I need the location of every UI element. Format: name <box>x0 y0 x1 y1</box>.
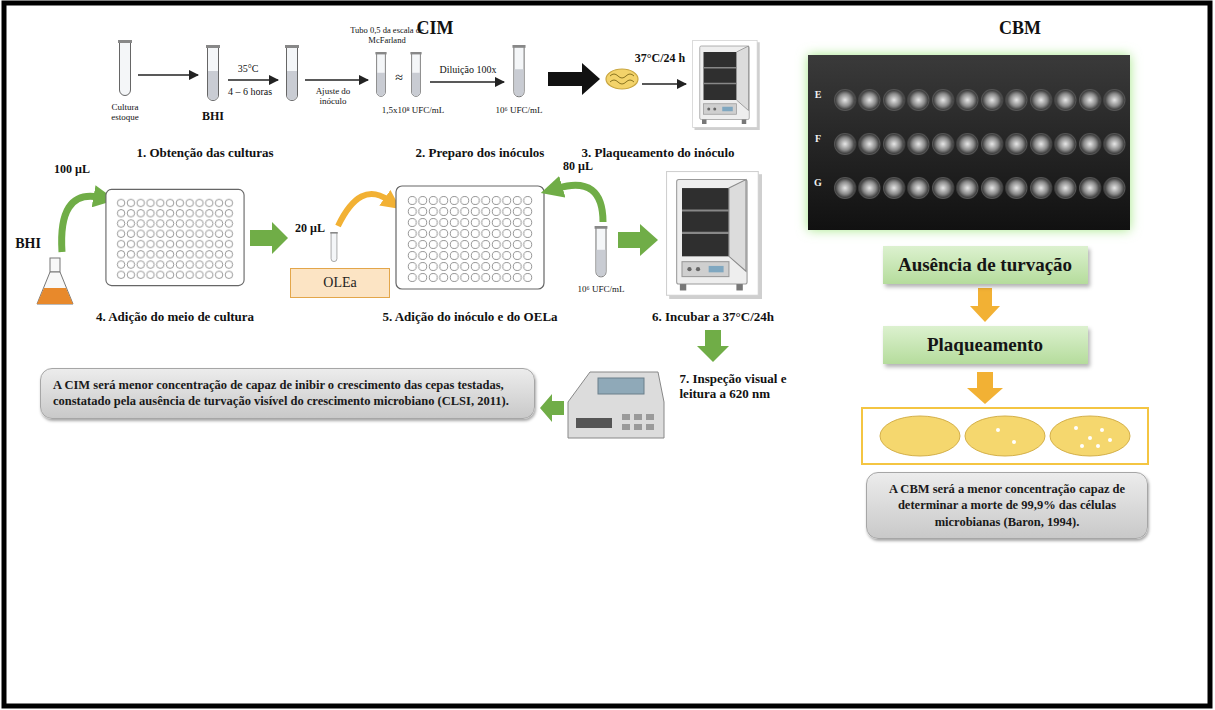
step-box: Plaqueamento <box>883 326 1088 364</box>
process-arrow <box>642 83 686 85</box>
condition-label: 37°C/24 h <box>620 52 700 66</box>
volume-label: 20 µL <box>290 222 330 236</box>
stock-tube <box>118 40 132 96</box>
diluted-tube <box>512 45 525 97</box>
arrow-label: Diluição 100x <box>431 64 505 76</box>
process-arrow <box>138 74 198 76</box>
section-title: CBM <box>980 18 1060 39</box>
condition-label: 35°C <box>228 63 268 75</box>
block-arrow <box>618 224 658 256</box>
flask-neck <box>50 258 60 272</box>
step-caption: 1. Obtenção das culturas <box>95 146 315 161</box>
petri-dish <box>606 69 638 89</box>
outer-frame <box>4 3 1210 706</box>
definition-note: A CIM será menor concentração de capaz d… <box>40 368 535 419</box>
step-caption: 3. Plaqueamento do inóculo <box>558 146 758 161</box>
plate-wells <box>833 78 1127 210</box>
microtube <box>330 232 337 262</box>
streak <box>610 74 634 78</box>
streak <box>610 80 634 84</box>
plate-reader <box>568 372 664 438</box>
step-caption: 6. Incubar a 37°C/24h <box>633 310 793 325</box>
inoculum-tube <box>410 52 421 96</box>
step-box: Ausência de turvação <box>883 246 1088 284</box>
bhi-tube <box>206 45 220 101</box>
colonies <box>996 426 1112 448</box>
condition-label: 4 – 6 horas <box>220 86 280 98</box>
tube-label: Cultura estoque <box>100 102 150 123</box>
box-text: Plaqueamento <box>897 334 1074 356</box>
transfer-arrow <box>62 196 98 252</box>
step-caption: 4. Adição do meio de cultura <box>55 310 295 325</box>
block-arrow <box>967 372 1003 404</box>
arrow-label: Ajuste do inóculo <box>308 86 358 107</box>
box-text: A CIM será menor concentração de capaz d… <box>53 377 522 410</box>
concentration-label: 10⁶ UFC/mL <box>489 105 549 115</box>
petri-dish <box>880 416 960 456</box>
medium-label: BHI <box>193 110 233 124</box>
block-arrow <box>540 394 564 422</box>
row-letter: G <box>811 177 825 189</box>
flask <box>37 272 73 304</box>
step-caption: 5. Adição do inóculo e do OELa <box>355 310 585 325</box>
block-arrow <box>548 63 600 95</box>
row-letter: E <box>811 89 825 101</box>
box-text: OLEa <box>323 275 356 291</box>
block-arrow <box>697 330 729 362</box>
concentration-label: 10⁶ UFC/mL <box>571 284 631 294</box>
step-caption: 2. Preparo dos inóculos <box>380 146 580 161</box>
process-arrow <box>228 79 278 81</box>
transfer-arrow <box>338 194 388 226</box>
definition-note: A CBM será a menor concentração capaz de… <box>866 472 1148 539</box>
tube-label: Tubo 0,5 da escala de McFarland <box>347 26 427 46</box>
microplate <box>106 189 244 285</box>
reagent-box: OLEa <box>290 268 390 298</box>
step-caption: 7. Inspeção visual e leitura a 620 nm <box>680 372 805 402</box>
concentration-label: 1,5x10⁸ UFC/mL <box>373 105 453 115</box>
block-arrow <box>250 222 288 254</box>
microplate <box>396 186 544 289</box>
box-text: Ausência de turvação <box>897 254 1074 276</box>
box-text: A CBM será a menor concentração capaz de… <box>879 481 1135 530</box>
transfer-arrow <box>558 185 603 222</box>
inoculum-tube <box>595 226 608 277</box>
plates-frame <box>862 408 1148 464</box>
petri-dish <box>965 416 1045 456</box>
row-letter: F <box>811 133 825 145</box>
medium-label: BHI <box>8 236 48 252</box>
incubator <box>693 40 760 130</box>
petri-dish <box>1050 416 1130 456</box>
process-arrow <box>430 81 504 83</box>
photo-glow <box>808 55 1130 230</box>
incubator <box>667 172 762 299</box>
culture-tube <box>285 45 299 101</box>
flow-arrow <box>978 288 992 306</box>
volume-label: 80 µL <box>558 160 598 174</box>
process-arrow <box>305 79 368 81</box>
plate-photo <box>808 55 1130 230</box>
volume-label: 100 µL <box>42 163 102 177</box>
approx-sign: ≈ <box>392 70 406 86</box>
mcfarland-tube <box>375 52 386 96</box>
flask-medium <box>37 288 73 304</box>
